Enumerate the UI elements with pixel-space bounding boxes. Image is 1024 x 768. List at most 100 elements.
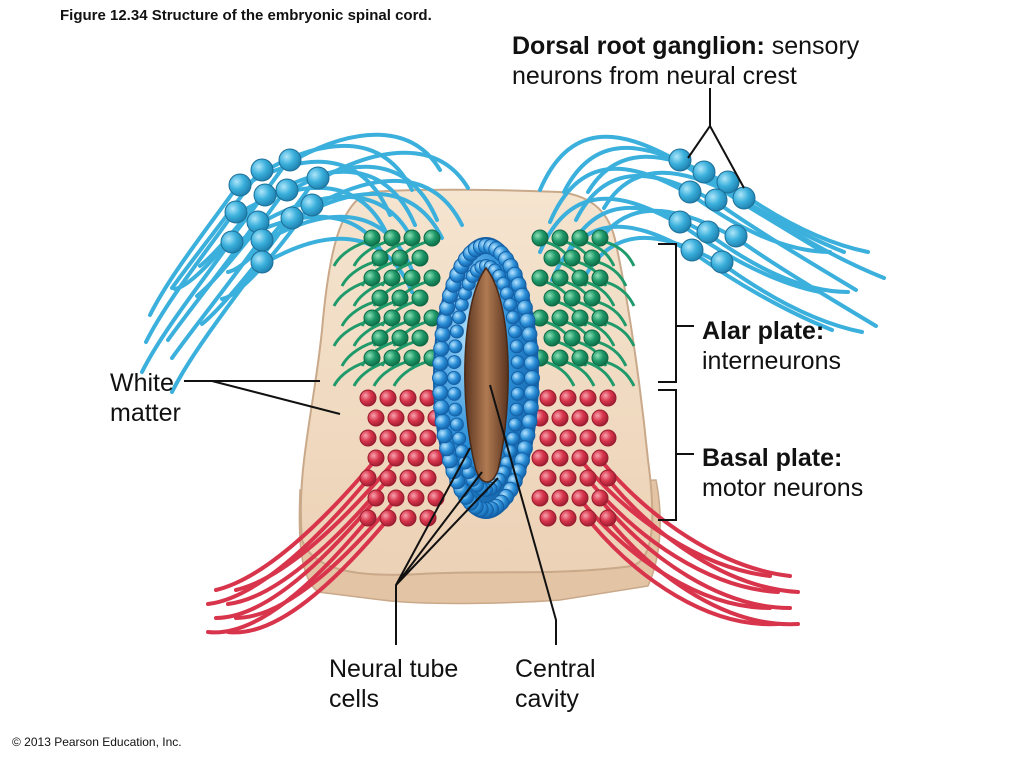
sensory-axon xyxy=(712,236,850,294)
motor-neuron xyxy=(359,469,377,487)
sensory-neuron xyxy=(280,206,304,230)
motor-neuron xyxy=(599,389,617,407)
basal-bracket xyxy=(658,389,694,521)
interneuron-process xyxy=(565,360,596,387)
interneuron xyxy=(543,289,561,307)
interneuron xyxy=(531,229,549,247)
interneuron xyxy=(571,229,589,247)
motor-neuron xyxy=(599,429,617,447)
neural-tube-cell xyxy=(433,399,450,416)
sensory-neuron xyxy=(306,166,330,190)
interneuron-process xyxy=(585,320,616,347)
alar-bracket xyxy=(658,243,694,383)
interneuron xyxy=(391,249,409,267)
neural-tube-cell xyxy=(505,431,520,446)
alar-plate-interneurons xyxy=(332,229,636,387)
motor-neuron xyxy=(387,449,405,467)
neural-tube-cell xyxy=(436,427,453,444)
motor-neuron xyxy=(379,509,397,527)
interneuron-process xyxy=(332,240,367,267)
interneuron-process xyxy=(352,360,387,387)
interneuron xyxy=(551,349,569,367)
interneuron xyxy=(411,249,429,267)
neural-tube-cell xyxy=(510,355,525,370)
motor-neuron xyxy=(559,429,577,447)
interneuron xyxy=(563,289,581,307)
neural-tube-cell xyxy=(509,402,524,417)
interneuron-process xyxy=(597,260,628,287)
neural-tube-cell xyxy=(508,417,523,432)
interneuron xyxy=(383,269,401,287)
motor-axon xyxy=(214,502,374,620)
interneuron xyxy=(403,309,421,327)
neural-tube-cell xyxy=(452,310,467,325)
neural-tube-cell xyxy=(449,324,464,339)
motor-neuron xyxy=(591,489,609,507)
sensory-neuron xyxy=(716,170,740,194)
motor-neuron xyxy=(367,489,385,507)
interneuron xyxy=(571,269,589,287)
sensory-axon xyxy=(318,179,464,227)
motor-neuron xyxy=(399,509,417,527)
interneuron xyxy=(543,249,561,267)
interneuron xyxy=(363,229,381,247)
sensory-axon xyxy=(200,222,288,326)
motor-neuron xyxy=(559,469,577,487)
motor-neuron xyxy=(419,509,437,527)
motor-neuron xyxy=(359,509,377,527)
basal-plate-label: Basal plate: motor neurons xyxy=(702,443,863,503)
sensory-neuron xyxy=(220,230,244,254)
motor-neuron xyxy=(407,449,425,467)
neural-tube-cell xyxy=(452,431,467,446)
motor-axon xyxy=(226,482,386,606)
motor-neuron xyxy=(571,409,589,427)
motor-neuron xyxy=(367,409,385,427)
interneuron-process xyxy=(392,360,427,387)
interneuron xyxy=(383,229,401,247)
central-cavity xyxy=(464,266,509,483)
neural-tube-cell xyxy=(447,386,462,401)
motor-neuron xyxy=(551,449,569,467)
sensory-axon xyxy=(324,150,470,190)
motor-neuron xyxy=(407,409,425,427)
interneuron-process xyxy=(332,320,367,347)
sensory-neuron xyxy=(668,210,692,234)
interneuron xyxy=(363,309,381,327)
motor-axon xyxy=(206,482,366,606)
interneuron xyxy=(551,269,569,287)
motor-neuron xyxy=(551,409,569,427)
motor-neuron xyxy=(591,449,609,467)
motor-neuron xyxy=(419,429,437,447)
neural-tube-cell xyxy=(524,370,540,386)
interneuron-process xyxy=(605,360,636,387)
interneuron xyxy=(571,309,589,327)
interneuron xyxy=(383,349,401,367)
motor-neuron xyxy=(539,389,557,407)
interneuron-process xyxy=(605,280,636,307)
central-cavity-line-2: cavity xyxy=(515,685,579,713)
leader-lines xyxy=(184,88,745,645)
motor-axon xyxy=(226,522,386,635)
basal-plate-desc: motor neurons xyxy=(702,474,864,502)
neural-tube-cell xyxy=(522,399,539,416)
interneuron xyxy=(563,329,581,347)
dorsal-root-ganglion-desc-1: sensory xyxy=(771,32,860,60)
central-cavity-leader xyxy=(489,384,557,645)
motor-neuron xyxy=(571,449,589,467)
interneuron xyxy=(411,329,429,347)
sensory-axon xyxy=(696,254,834,332)
interneuron-process xyxy=(605,240,636,267)
interneuron-process xyxy=(352,320,387,347)
motor-neuron xyxy=(379,429,397,447)
neural-tube-leader xyxy=(395,447,499,645)
neural-tube-cells-line-1: Neural tube xyxy=(329,655,459,683)
interneuron-process xyxy=(372,360,407,387)
copyright-notice: © 2013 Pearson Education, Inc. xyxy=(12,735,182,749)
motor-neuron xyxy=(551,489,569,507)
interneuron xyxy=(571,349,589,367)
neural-tube-cell xyxy=(523,355,540,372)
motor-axon xyxy=(610,482,800,594)
dorsal-root-ganglion-neurons xyxy=(220,148,756,274)
sensory-axon xyxy=(538,134,674,192)
neural-tube xyxy=(432,237,540,519)
